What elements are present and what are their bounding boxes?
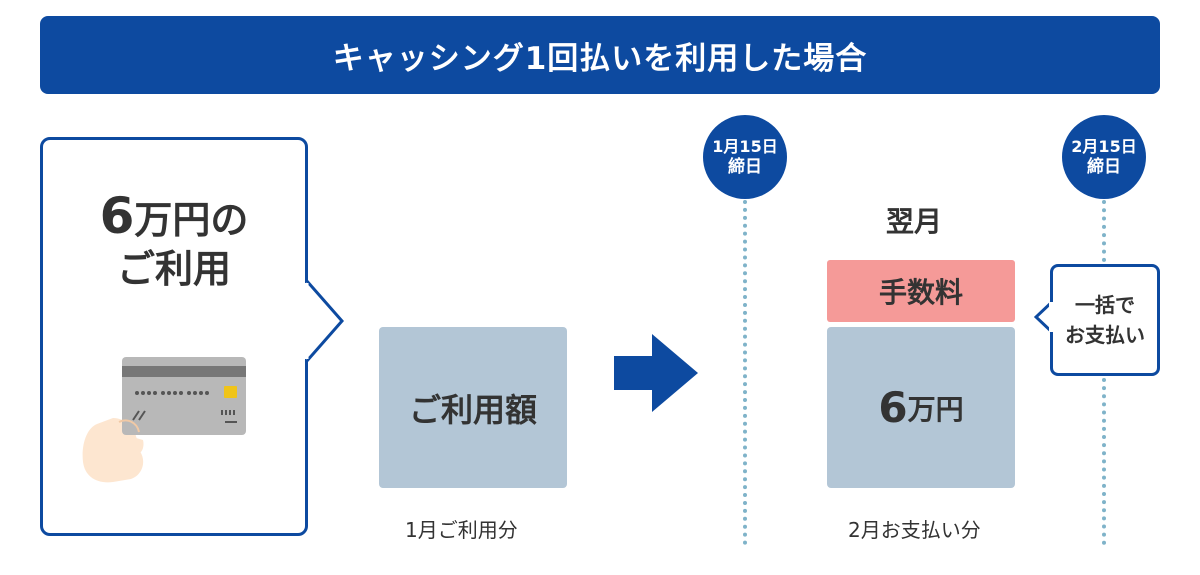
usage-amount-box-label: ご利用額 [408, 390, 537, 429]
lump-sum-line1: 一括で [1075, 293, 1135, 317]
payment-amount-unit: 万円 [907, 392, 964, 426]
closing-date-timeline [743, 200, 747, 545]
lump-sum-line2: お支払い [1065, 323, 1145, 347]
usage-label: ご利用 [116, 247, 231, 291]
banner-title: キャッシング1回払いを利用した場合 [332, 40, 868, 77]
lump-sum-callout: 一括で お支払い [1050, 264, 1160, 376]
credit-card-hand-icon [82, 357, 246, 483]
title-banner: キャッシング1回払いを利用した場合 [40, 16, 1160, 94]
closing-date-label: 締日 [1087, 157, 1121, 177]
right-arrow-icon [614, 334, 698, 412]
closing-date-label: 締日 [728, 157, 762, 177]
closing-date-timeline [1102, 378, 1106, 545]
payment-amount-number: 6 [878, 383, 908, 432]
fee-label: 手数料 [878, 276, 963, 309]
usage-amount-box: ご利用額 [379, 327, 567, 488]
usage-amount: 6万円の [43, 191, 305, 244]
usage-text: 6万円の ご利用 [43, 191, 305, 294]
january-usage-label: 1月ご利用分 [405, 518, 518, 542]
next-month-title: 翌月 [886, 205, 943, 238]
closing-date: 1月15日 [712, 137, 778, 156]
usage-callout-box: 6万円の ご利用 [40, 137, 308, 536]
closing-date: 2月15日 [1071, 137, 1137, 156]
usage-callout-pointer [300, 280, 344, 362]
closing-date-circle: 1月15日 締日 [703, 115, 787, 199]
fee-box: 手数料 [827, 260, 1015, 322]
usage-amount-number: 6 [99, 187, 135, 245]
february-payment-label: 2月お支払い分 [848, 518, 981, 542]
usage-amount-unit: 万円の [134, 198, 249, 242]
lump-sum-pointer-mask [1049, 302, 1055, 332]
closing-date-circle: 2月15日 締日 [1062, 115, 1146, 199]
closing-date-timeline [1102, 200, 1106, 262]
